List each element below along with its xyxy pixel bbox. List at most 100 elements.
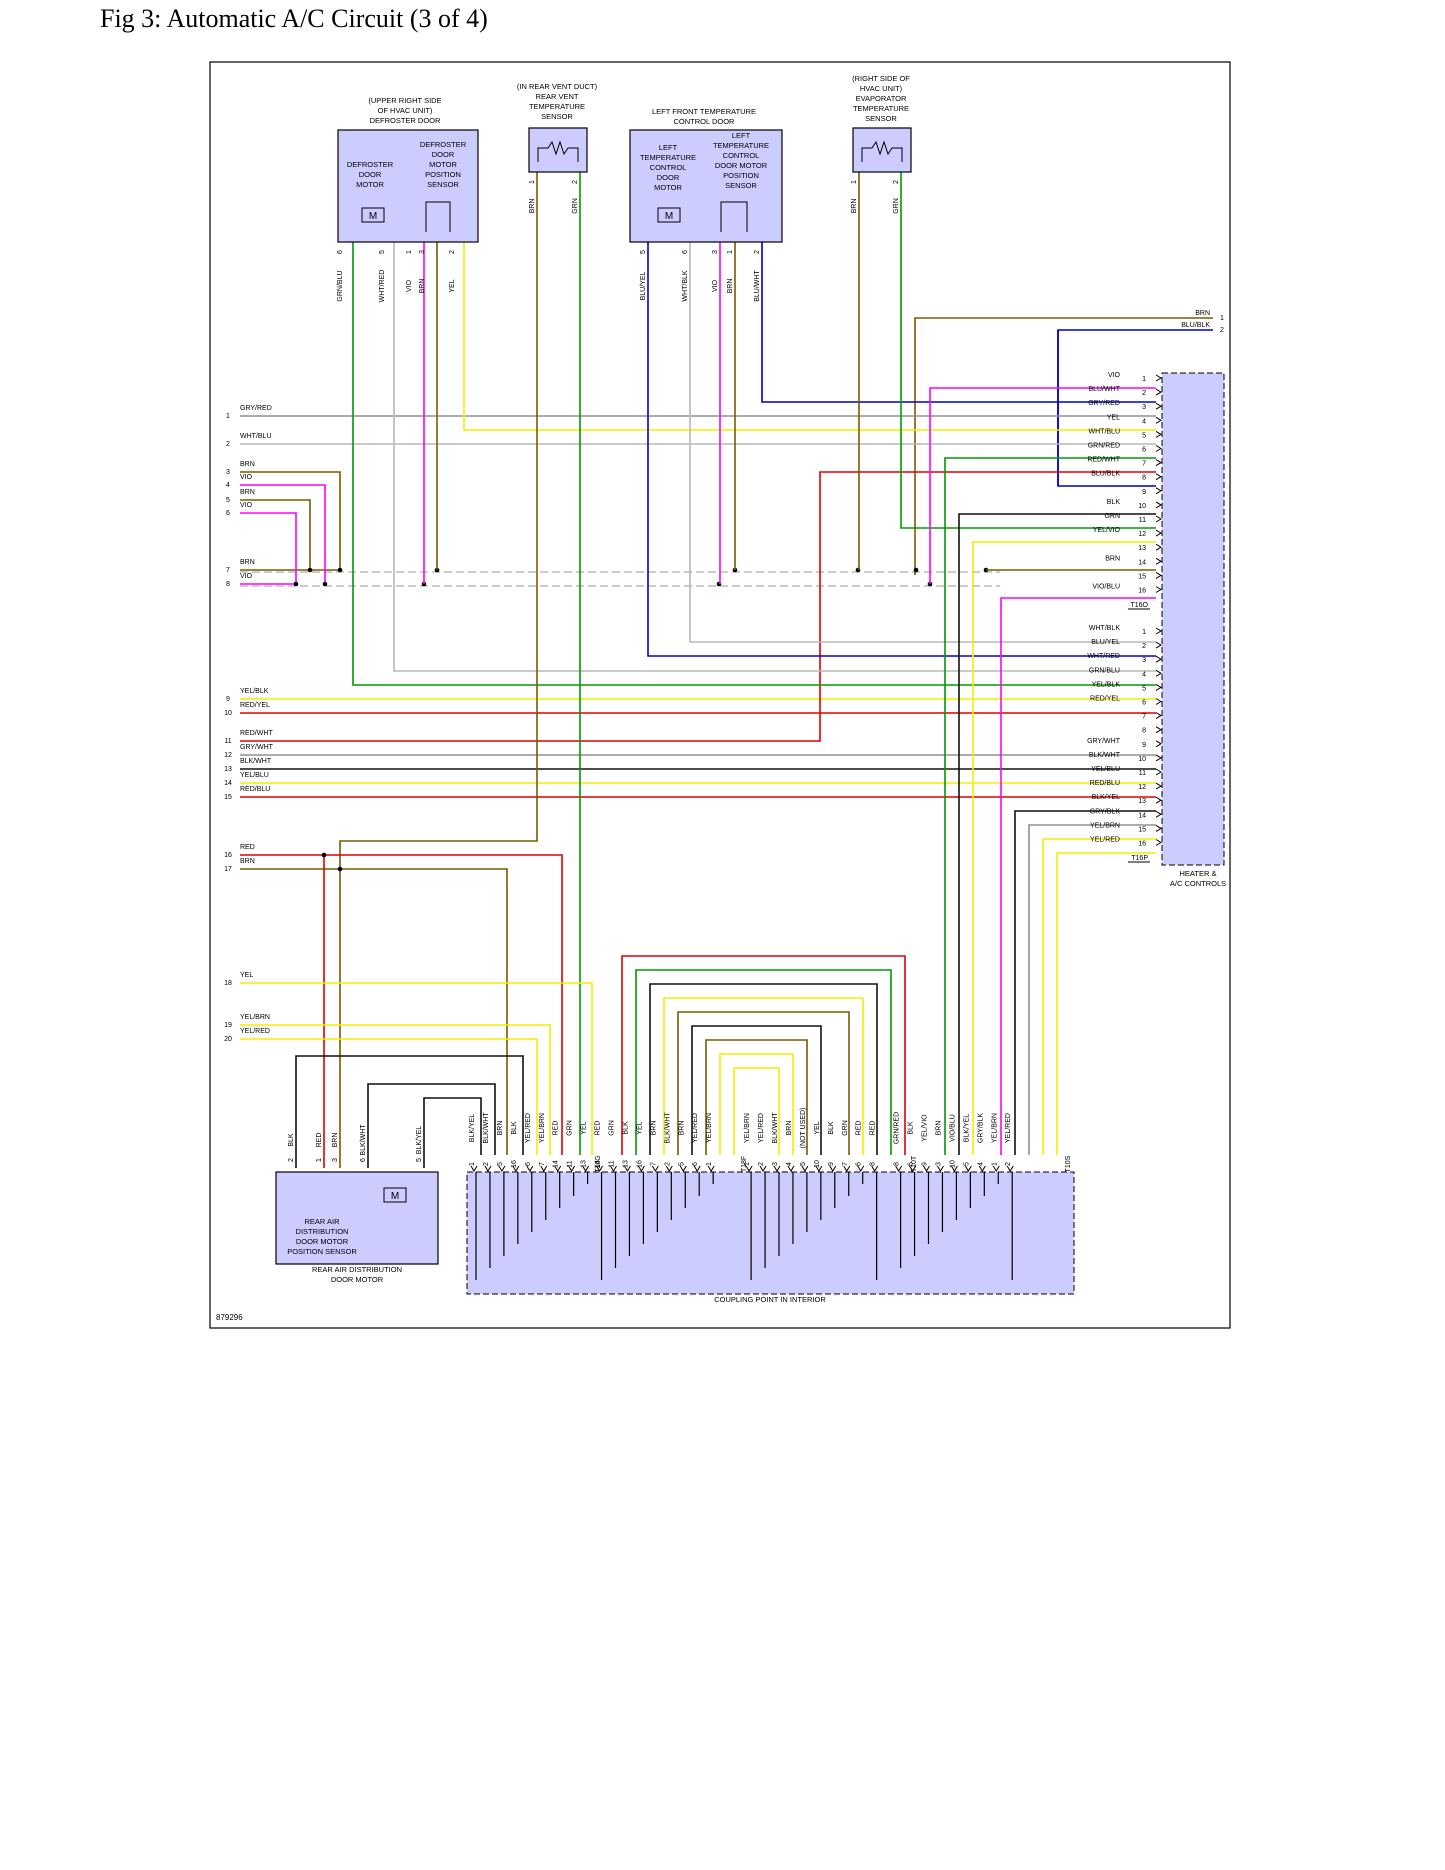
rear-air-wire-label: RED xyxy=(316,1133,323,1148)
left-temp-sensor-label: POSITION xyxy=(723,171,759,180)
left-temp-sensor-label: TEMPERATURE xyxy=(713,141,769,150)
splice-dot xyxy=(307,567,313,573)
left-wire-number: 8 xyxy=(226,581,230,588)
pin-arrow xyxy=(1155,557,1162,565)
defroster-wire-label: GRN/BLU xyxy=(337,270,344,301)
defroster-door-caption: (UPPER RIGHT SIDE xyxy=(368,96,441,105)
coupling-pin-number: 3 xyxy=(935,1162,942,1166)
coupling-pin-number: 6 xyxy=(856,1162,863,1166)
pin-arrow xyxy=(610,1165,617,1172)
t16o-pin-number: 14 xyxy=(1138,559,1146,566)
defroster-wire-label: YEL xyxy=(449,279,456,292)
wire-blkyel xyxy=(1014,810,1156,1155)
left-front-pin: 5 xyxy=(640,250,647,254)
left-wire-label: GRY/WHT xyxy=(240,744,274,751)
coupling-pin-number: 10 xyxy=(949,1160,956,1168)
top-right-wire-label: BLU/BLK xyxy=(1181,322,1210,329)
left-front-pin: 2 xyxy=(754,250,761,254)
coupling-pin-number: 14 xyxy=(595,1160,602,1168)
defroster-sensor-label: MOTOR xyxy=(429,160,457,169)
heater-controls-body xyxy=(1161,372,1225,866)
left-wire-number: 6 xyxy=(226,510,230,517)
t16o-wire-label: BLK xyxy=(1107,499,1121,506)
connector-label: T16G xyxy=(595,1155,602,1173)
left-wire-label: YEL/BRN xyxy=(240,1014,270,1021)
t16p-wire-label: RED/YEL xyxy=(1090,696,1120,703)
pin-arrow xyxy=(1155,810,1162,818)
defroster-wire-label: BRN xyxy=(419,279,426,294)
coupling-pin-number: 14 xyxy=(553,1160,560,1168)
coupling-pin-number: 7 xyxy=(842,1162,849,1166)
rear-air-wire-label: BLK/WHT xyxy=(360,1124,367,1156)
pin-arrow xyxy=(596,1165,603,1172)
connector-label: T16P xyxy=(1131,855,1148,862)
defroster-wire-label: WHT/RED xyxy=(379,270,386,303)
pin-arrow xyxy=(554,1165,562,1172)
coupling-wire-label: YEL xyxy=(581,1121,588,1134)
wire-blk-h xyxy=(958,513,1156,1155)
left-front-wire-label: WHT/BLK xyxy=(682,270,689,301)
coupling-pin-number: 5 xyxy=(800,1162,807,1166)
defroster-door-body xyxy=(337,129,479,243)
t16o-pin-number: 16 xyxy=(1138,588,1146,595)
connector-label: T10T xyxy=(911,1155,918,1172)
connector-label: T10S xyxy=(1065,1155,1072,1172)
coupling-wire-label: RED xyxy=(553,1121,560,1136)
wire-grnblu xyxy=(352,242,1156,686)
coupling-body xyxy=(466,1171,1075,1295)
pin-arrow xyxy=(1155,374,1162,382)
pin-arrow xyxy=(759,1165,767,1172)
potentiometer-icon xyxy=(425,201,451,232)
t16p-wire-label: GRY/BLK xyxy=(1090,808,1121,815)
wire-blkwht-rear xyxy=(367,1083,496,1168)
t16o-wire-label: GRY/RED xyxy=(1088,400,1120,407)
coupling-pin-number: 2 xyxy=(1005,1162,1012,1166)
pin-arrow xyxy=(1155,543,1162,551)
components xyxy=(275,127,1225,1295)
pin-arrow xyxy=(540,1165,548,1172)
left-wire-number: 19 xyxy=(224,1022,232,1029)
left-wire-number: 11 xyxy=(224,738,231,745)
left-front-wire-label: BLU/WHT xyxy=(754,270,761,302)
t16p-wire-label: RED/BLU xyxy=(1090,780,1120,787)
pin-arrow xyxy=(1155,501,1162,509)
left-wire-label: RED/BLU xyxy=(240,786,270,793)
left-wire-number: 17 xyxy=(224,866,232,873)
coupling-wire-label: BLK xyxy=(511,1121,518,1135)
coupling-pin-number: 8 xyxy=(894,1162,901,1166)
left-front-pin: 3 xyxy=(712,250,719,254)
left-wire-label: RED/YEL xyxy=(240,702,270,709)
coupling-wire-label: BLK/YEL xyxy=(469,1114,476,1143)
pin-arrow xyxy=(651,1165,659,1172)
wire-brn-top xyxy=(914,317,1213,575)
coupling-wire-label: YEL/BRN xyxy=(744,1113,751,1143)
wire-5 xyxy=(240,499,311,570)
coupling-wire-label: GRY/BLK xyxy=(977,1113,984,1144)
pin-arrow xyxy=(1155,698,1162,705)
pin-arrow xyxy=(637,1165,645,1172)
t16p-pin-number: 7 xyxy=(1142,714,1146,721)
pin-arrow xyxy=(909,1165,916,1172)
pin-arrow xyxy=(773,1165,781,1172)
top-right-wire-label: BRN xyxy=(1195,310,1210,317)
defroster-sensor-label: POSITION xyxy=(425,170,461,179)
evap-wire-label: BRN xyxy=(851,199,858,214)
loop-brn xyxy=(677,1011,850,1155)
left-temp-sensor-label: SENSOR xyxy=(725,181,757,190)
rear-air-inner-label: POSITION SENSOR xyxy=(287,1247,357,1256)
defroster-motor-label: DEFROSTER xyxy=(347,160,394,169)
coupling-wire-label: YEL/BRN xyxy=(539,1113,546,1143)
left-front-pin: 6 xyxy=(682,250,689,254)
left-wire-label: VIO xyxy=(240,573,253,580)
pin-arrow xyxy=(582,1165,590,1172)
wire-4 xyxy=(240,484,326,584)
t16p-pin-number: 16 xyxy=(1138,841,1146,848)
coupling-pin-number: 10 xyxy=(814,1160,821,1168)
left-front-pin: 1 xyxy=(727,250,734,254)
left-wire-label: VIO xyxy=(240,502,253,509)
loop-yelred xyxy=(719,1053,794,1155)
wire-grnred xyxy=(944,457,1156,1155)
coupling-pin-number: 7 xyxy=(539,1162,546,1166)
t16p-pin-number: 15 xyxy=(1138,826,1146,833)
